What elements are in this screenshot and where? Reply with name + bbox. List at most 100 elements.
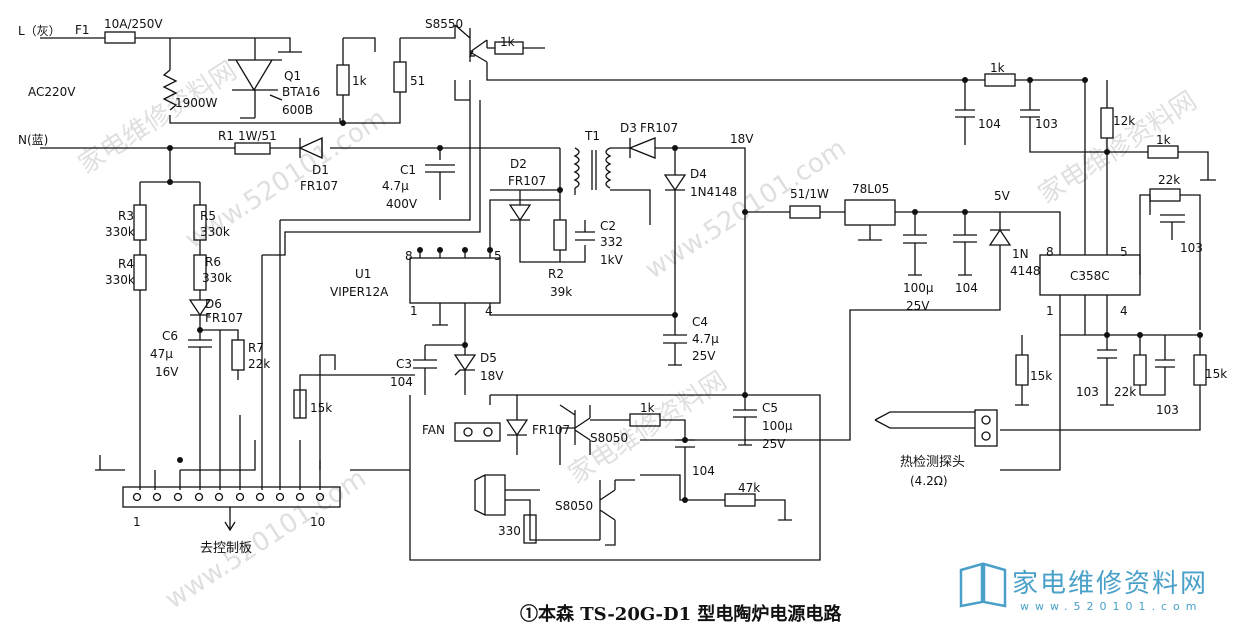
label-r3: R3 [118,209,134,223]
label-ic-c358c: C358C [1070,269,1110,283]
label-r-47k: 47k [738,481,761,495]
label-d5: D5 [480,351,497,365]
label-c6-value: 47μ [150,347,173,361]
label-d6: D6 [205,297,222,311]
label-r-22k-a: 22k [1158,173,1181,187]
label-c1-value: 4.7μ [382,179,409,193]
label-ic-pin4: 4 [1120,304,1128,318]
label-u1-pin4: 4 [485,304,493,318]
label-18v: 18V [730,132,754,146]
fan-connector [454,422,501,442]
brand-book-icon [959,562,1007,608]
brand-url: www.520101.com [1020,600,1203,613]
label-c5: C5 [762,401,779,415]
label-q1-part: BTA16 [282,85,321,99]
label-f1: F1 [75,23,90,37]
control-connector [122,486,341,508]
label-connector-pin1: 1 [133,515,141,529]
label-c-104-b: 104 [955,281,978,295]
label-c-104-c: 104 [978,117,1001,131]
label-n-line: N(蓝) [18,133,49,147]
label-r6: R6 [205,255,221,269]
label-r-15k-b: 15k [1030,369,1053,383]
label-r5-value: 330k [200,225,230,239]
label-ic-pin5: 5 [1120,245,1128,259]
label-r6-value: 330k [202,271,232,285]
label-fuse: 10A/250V [104,17,163,31]
label-r1: R1 [218,129,234,143]
label-r3-value: 330k [105,225,135,239]
label-c5-value: 100μ [762,419,793,433]
label-r-1k-b: 1k [640,401,655,415]
label-ic-pin1: 1 [1046,304,1054,318]
label-t1: T1 [585,129,600,143]
label-s8050-b: S8050 [555,499,594,513]
label-u1-pin1: 1 [410,304,418,318]
label-u1: U1 [355,267,372,281]
label-r-15k-c: 15k [1205,367,1228,381]
label-r7: R7 [248,341,264,355]
label-r-51-1w: 51/1W [790,187,829,201]
label-r4-value: 330k [105,273,135,287]
regulator-78l05 [844,199,896,226]
label-u1-pin5: 5 [494,249,502,263]
label-c4: C4 [692,315,709,329]
resistor-r1 [234,142,271,155]
label-c-103-c: 103 [1076,385,1099,399]
label-to-control-board: 去控制板 [200,541,253,556]
label-ic-pin8: 8 [1046,245,1054,259]
label-d3: D3 [620,121,637,135]
label-d2: D2 [510,157,527,171]
label-c-103-d: 103 [1156,403,1179,417]
label-diode-4148: 4148 [1010,264,1041,278]
label-d4: D4 [690,167,707,181]
label-d2-value: FR107 [508,174,547,188]
label-r5: R5 [200,209,216,223]
label-r-330: 330 [498,524,521,538]
label-probe: 热检测探头 [900,455,966,470]
label-heater: 1900W [175,96,218,110]
ic-viper12a [409,257,501,304]
label-d6-value: FR107 [205,311,244,325]
label-c6-voltage: 16V [155,365,179,379]
label-r-51: 51 [410,74,426,88]
label-r-15k-a: 15k [310,401,333,415]
label-c4-value: 4.7μ [692,332,719,346]
label-r-12k: 12k [1113,114,1136,128]
label-c3-value: 104 [390,375,413,389]
label-c-100u-voltage: 25V [906,299,930,313]
label-q1-rating: 600B [282,103,314,117]
label-c1-voltage: 400V [386,197,418,211]
label-fan-diode: FR107 [532,423,571,437]
label-probe-value: (4.2Ω) [910,474,948,488]
label-r2: R2 [548,267,564,281]
diagram-caption: ①本森 TS-20G-D1 型电陶炉电源电路 [520,604,842,625]
label-d3-value: FR107 [640,121,679,135]
label-diode-1n: 1N [1012,247,1029,261]
label-c-104-a: 104 [692,464,715,478]
label-c1: C1 [400,163,417,177]
label-r1-value: 1W/51 [238,129,277,143]
label-r-22k-b: 22k [1114,385,1137,399]
label-r-1k-top: 1k [500,35,515,49]
label-c6: C6 [162,329,179,343]
label-c-103-a: 103 [1035,117,1058,131]
probe-connector [974,409,998,447]
label-c5-voltage: 25V [762,437,786,451]
fuse-f1 [104,31,136,44]
label-q1: Q1 [284,69,302,83]
label-d1-value: FR107 [300,179,339,193]
label-c-100u: 100μ [903,281,934,295]
label-s8550: S8550 [425,17,464,31]
label-c-103-b: 103 [1180,241,1203,255]
label-r-1k-d: 1k [1156,133,1171,147]
label-ac220v: AC220V [28,85,76,99]
label-s8050-a: S8050 [590,431,629,445]
label-r-1k-c: 1k [990,61,1005,75]
label-r2-value: 39k [550,285,573,299]
label-c2-voltage: 1kV [600,253,623,267]
label-regulator: 78L05 [852,182,890,196]
label-c2: C2 [600,219,617,233]
label-connector-pin10: 10 [310,515,326,529]
